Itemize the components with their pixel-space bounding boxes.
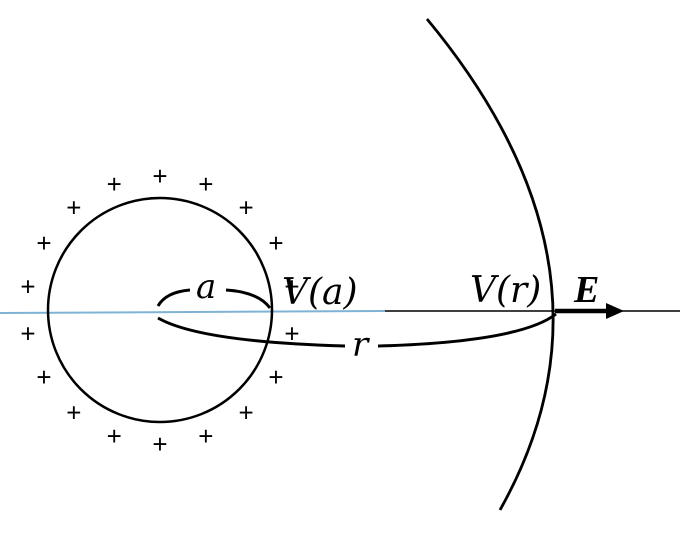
plus-charge: +: [152, 161, 167, 191]
plus-charge: +: [36, 228, 51, 258]
plus-charge: +: [198, 169, 213, 199]
plus-charge: +: [107, 421, 122, 451]
radius-a-brace: [225, 288, 272, 309]
radius-a-brace: [156, 288, 191, 307]
plus-charge: +: [198, 421, 213, 451]
plus-charge: +: [239, 398, 254, 428]
field-arrow-head: [606, 303, 624, 319]
potential-a-label: V(a): [282, 272, 358, 313]
plus-charge: +: [268, 362, 283, 392]
plus-charge: +: [284, 318, 299, 348]
plus-charge: +: [107, 169, 122, 199]
plus-charge: +: [152, 429, 167, 459]
distance-r-brace: [157, 316, 346, 348]
field-label: E: [573, 269, 599, 311]
plus-charge: +: [284, 272, 299, 302]
equipotential-arc: [425, 18, 555, 511]
plus-charge: +: [66, 192, 81, 222]
axis-line-left: [0, 310, 386, 314]
plus-charge: +: [239, 192, 254, 222]
plus-charge: +: [20, 272, 35, 302]
charged-sphere: [46, 196, 274, 424]
radius-a-label: a: [196, 267, 216, 307]
distance-r-brace: [377, 312, 557, 348]
plus-charge: +: [36, 362, 51, 392]
surface-charges: ++++++++++++++++++: [20, 161, 299, 459]
plus-charge: +: [66, 398, 81, 428]
potential-r-label: V(r): [470, 270, 541, 311]
distance-r-label: r: [352, 325, 370, 365]
plus-charge: +: [20, 318, 35, 348]
plus-charge: +: [268, 228, 283, 258]
